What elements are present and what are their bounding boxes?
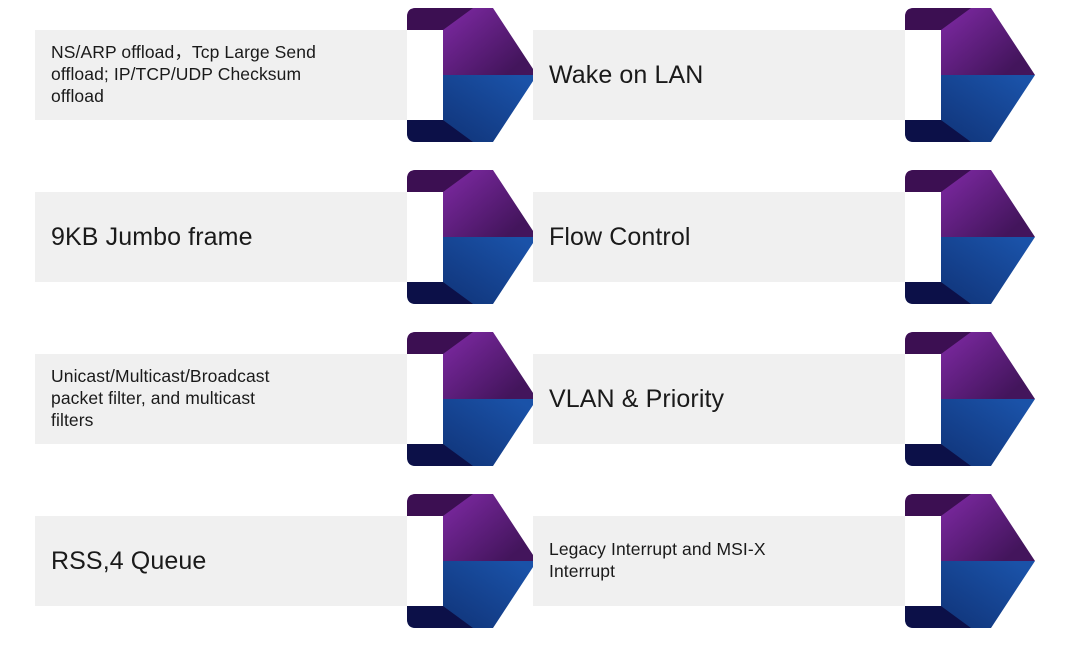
chevron-label-plate: RSS,4 Queue: [35, 516, 407, 606]
chevron-label-text: 9KB Jumbo frame: [51, 222, 253, 251]
chevron-arrow-icon: [407, 494, 537, 628]
chevron-arrow-icon: [407, 170, 537, 304]
chevron-label-text: Legacy Interrupt and MSI-X Interrupt: [549, 539, 766, 581]
chevron-label-plate: Unicast/Multicast/Broadcast packet filte…: [35, 354, 407, 444]
chevron-arrow-icon: [407, 332, 537, 466]
chevron-arrow-icon: [905, 170, 1035, 304]
chevron-label-text: RSS,4 Queue: [51, 546, 207, 575]
chevron-label-plate: Wake on LAN: [533, 30, 905, 120]
chevron-arrow-icon: [905, 332, 1035, 466]
chevron-label-plate: Flow Control: [533, 192, 905, 282]
chevron-label-plate: Legacy Interrupt and MSI-X Interrupt: [533, 516, 905, 606]
chevron-arrow-icon: [905, 494, 1035, 628]
chevron-label-plate: NS/ARP offload，Tcp Large Send offload; I…: [35, 30, 407, 120]
chevron-label-text: VLAN & Priority: [549, 384, 725, 413]
chevron-label-text: Unicast/Multicast/Broadcast packet filte…: [51, 366, 270, 430]
chevron-label-plate: 9KB Jumbo frame: [35, 192, 407, 282]
chevron-label-text: Wake on LAN: [549, 60, 704, 89]
chevron-label-text: Flow Control: [549, 222, 691, 251]
chevron-arrow-icon: [905, 8, 1035, 142]
chevron-label-plate: VLAN & Priority: [533, 354, 905, 444]
chevron-arrow-icon: [407, 8, 537, 142]
chevron-label-text: NS/ARP offload，Tcp Large Send offload; I…: [51, 42, 316, 106]
